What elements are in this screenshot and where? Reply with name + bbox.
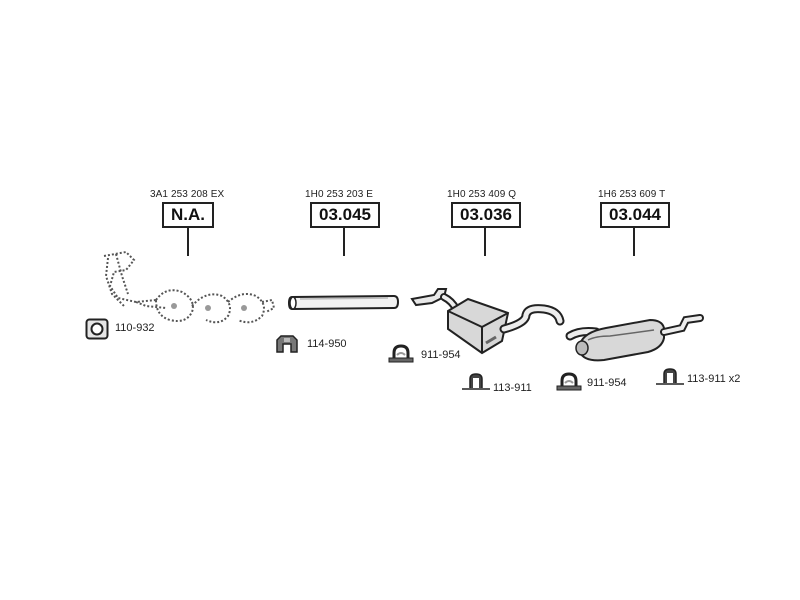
u-bolt-clamp-icon [388, 344, 414, 363]
intermediate-pipe-part[interactable] [287, 293, 400, 313]
leader-line-group-3 [484, 226, 486, 256]
accessory-label-gasket: 110-932 [115, 322, 155, 334]
leader-line-group-2 [343, 226, 345, 256]
part-code-box-group-2[interactable]: 03.045 [310, 202, 380, 228]
leader-line-group-1 [187, 226, 189, 256]
oe-number-group-4: 1H6 253 609 T [598, 189, 666, 200]
rubber-hanger-icon [462, 373, 490, 390]
oe-number-group-2: 1H0 253 203 E [305, 189, 374, 200]
u-bolt-clamp-icon [556, 372, 582, 391]
accessory-label-rubber-hanger-2: 113-911 x2 [687, 373, 741, 385]
accessory-label-rubber-hanger-1: 113-911 [493, 382, 532, 394]
part-code-box-group-4[interactable]: 03.044 [600, 202, 670, 228]
leader-line-group-4 [633, 226, 635, 256]
gasket-icon [85, 318, 109, 340]
exhaust-manifold-part[interactable] [96, 246, 276, 332]
oe-number-group-1: 3A1 253 208 EX [150, 189, 225, 200]
oe-number-group-3: 1H0 253 409 Q [447, 189, 517, 200]
part-code-box-group-3[interactable]: 03.036 [451, 202, 521, 228]
part-code-box-group-1[interactable]: N.A. [162, 202, 214, 228]
center-silencer-part[interactable] [408, 283, 566, 355]
clamp-icon [276, 335, 298, 353]
accessory-label-u-bolt-clamp-1: 911-954 [421, 349, 461, 361]
accessory-label-u-bolt-clamp-2: 911-954 [587, 377, 627, 389]
rear-silencer-part[interactable] [565, 310, 706, 366]
rubber-hanger-icon [656, 368, 684, 385]
accessory-label-clamp: 114-950 [307, 338, 347, 350]
